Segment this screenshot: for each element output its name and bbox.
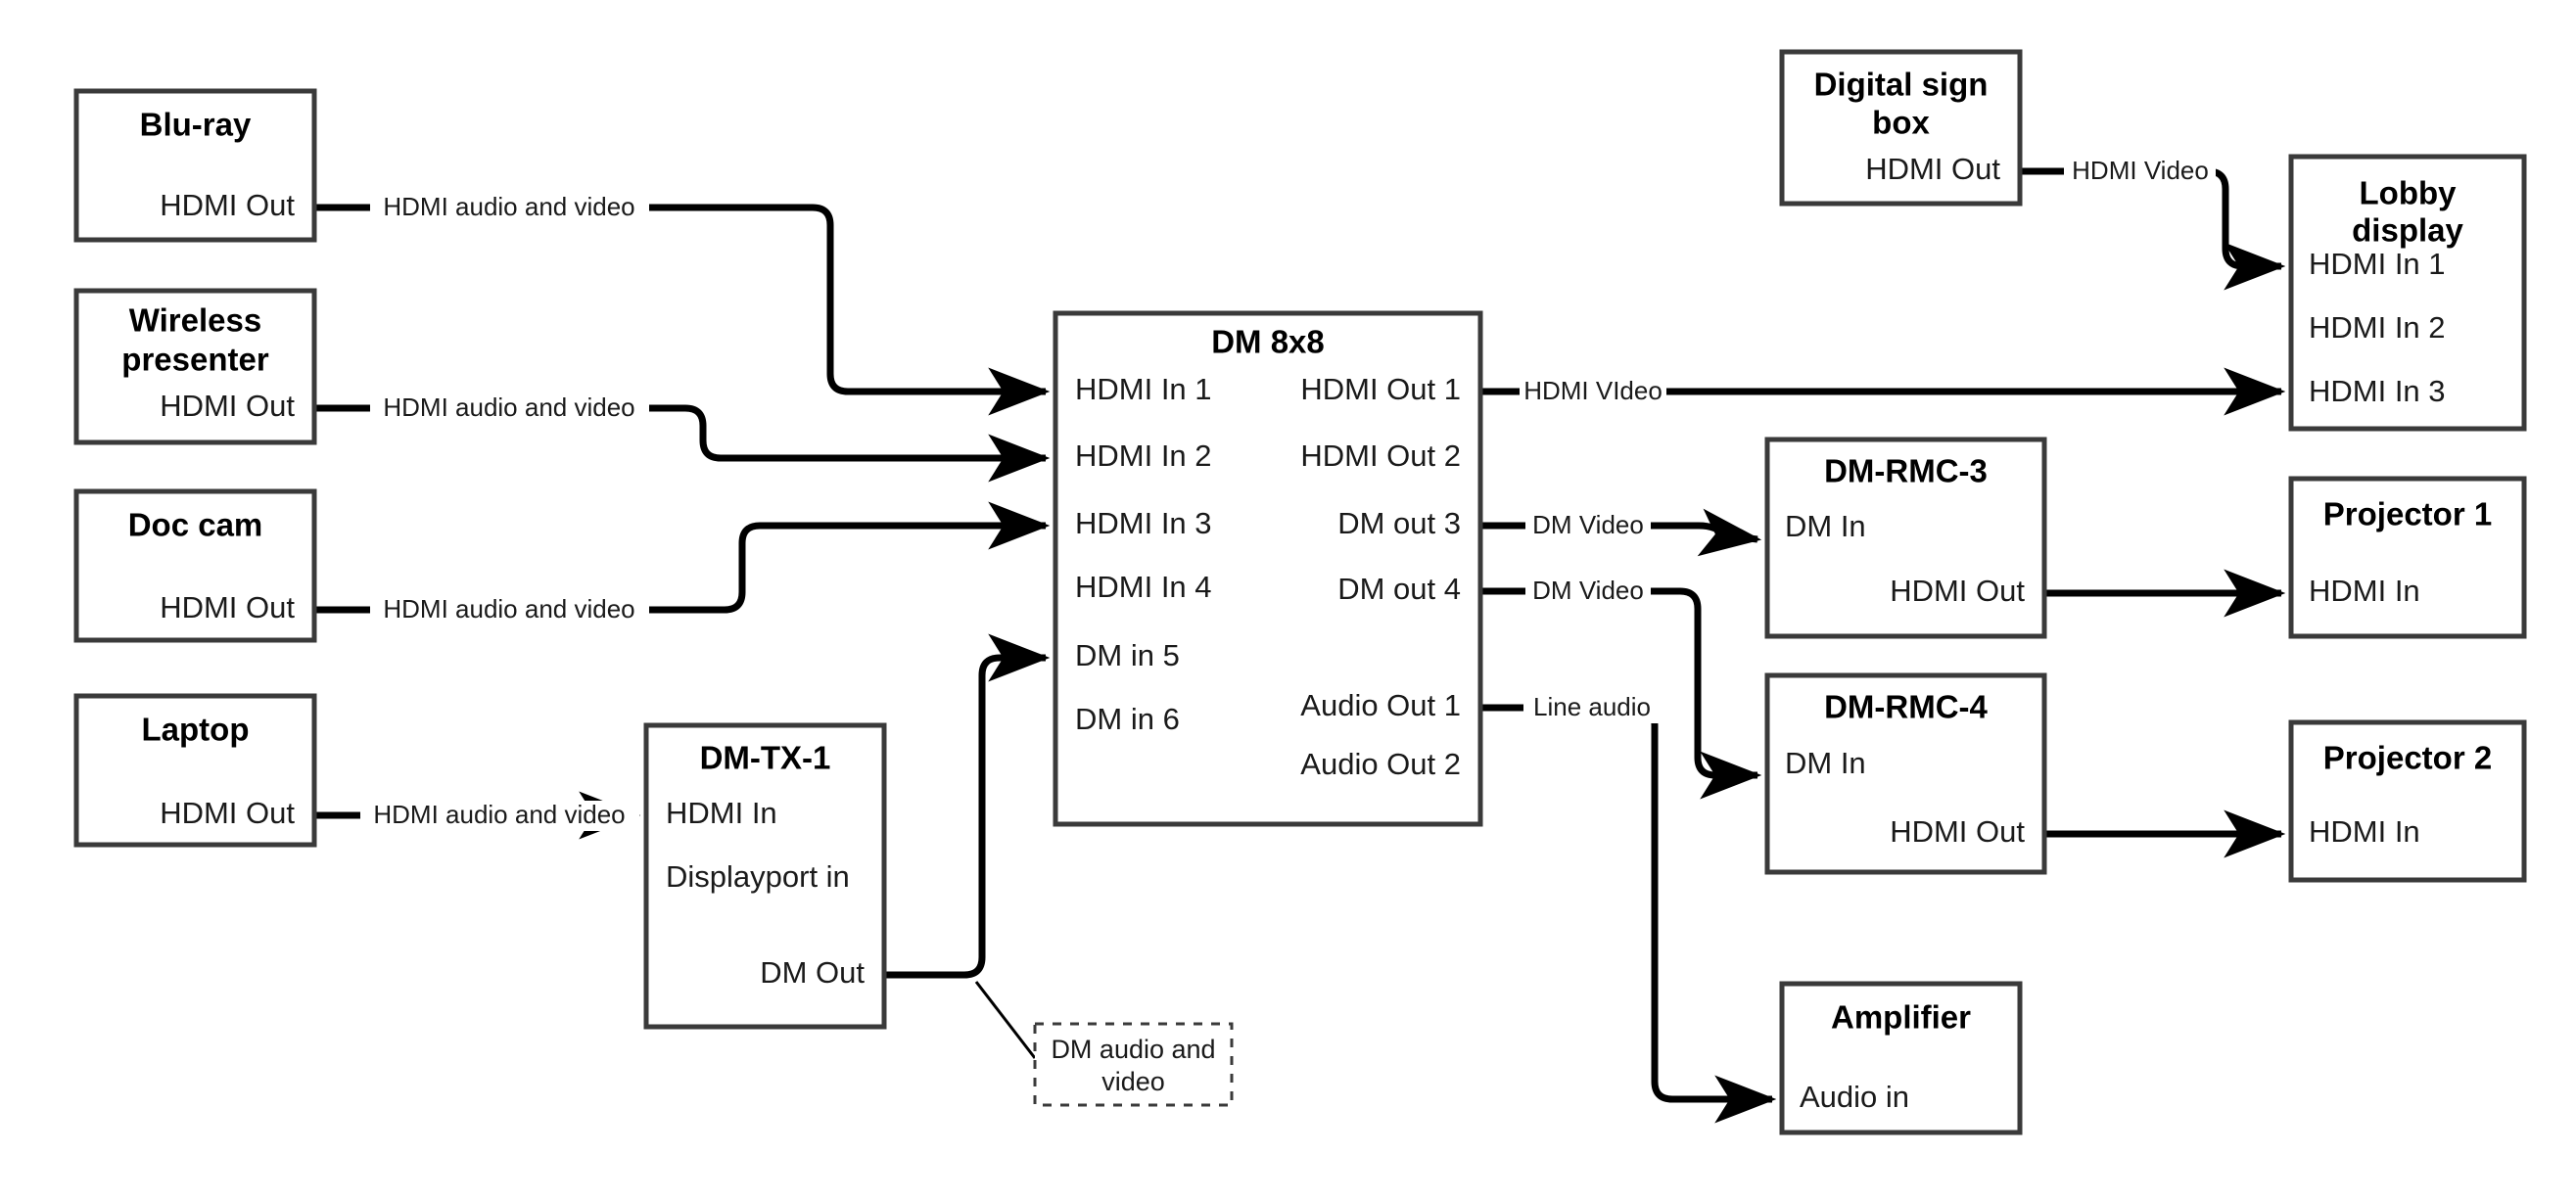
edge-label-wireless: HDMI audio and video: [370, 393, 649, 424]
port-audio-out-1: Audio Out 1: [1300, 688, 1461, 722]
port-hdmi-out: HDMI Out: [160, 796, 295, 830]
node-title-line-2: presenter: [121, 342, 269, 378]
port-hdmi-out-2: HDMI Out 2: [1300, 439, 1461, 473]
port-audio-out-2: Audio Out 2: [1300, 747, 1461, 781]
port-dm-in-5: DM in 5: [1075, 638, 1180, 672]
edge-label-text: HDMI audio and video: [383, 192, 634, 221]
port-dm-in-6: DM in 6: [1075, 702, 1180, 736]
port-dm-out: DM Out: [760, 955, 865, 990]
edge-label-text: HDMI Video: [2072, 156, 2209, 185]
edge-label-dm8x8-out3: DM Video: [1525, 510, 1651, 541]
note-line-2: video: [1101, 1067, 1165, 1096]
port-hdmi-in: HDMI In: [666, 796, 777, 830]
port-hdmi-out-1: HDMI Out 1: [1300, 372, 1461, 406]
node-bluray[interactable]: Blu-ray HDMI Out: [73, 88, 317, 243]
node-dm-tx-1[interactable]: DM-TX-1 HDMI In Displayport in DM Out: [643, 722, 887, 1030]
port-hdmi-out: HDMI Out: [1865, 152, 2000, 186]
node-title: Projector 2: [2323, 740, 2492, 776]
node-title: DM-TX-1: [700, 740, 831, 776]
edge-dmtx1-to-dm8x8-in5: [884, 633, 1051, 979]
node-projector-1[interactable]: Projector 1 HDMI In: [2288, 476, 2527, 639]
edge-label-text: HDMI VIdeo: [1523, 376, 1663, 405]
node-amplifier[interactable]: Amplifier Audio in: [1779, 981, 2023, 1135]
edge-label-dm8x8-out1: HDMI VIdeo: [1520, 376, 1666, 407]
port-hdmi-in-4: HDMI In 4: [1075, 570, 1212, 604]
edge-label-text: HDMI audio and video: [383, 393, 634, 422]
node-title: DM-RMC-4: [1824, 689, 1988, 725]
node-digital-sign-box[interactable]: Digital sign box HDMI Out: [1779, 49, 2023, 207]
node-title: Blu-ray: [140, 107, 252, 143]
edge-label-bluray: HDMI audio and video: [370, 192, 649, 223]
port-hdmi-in-3: HDMI In 3: [1075, 506, 1212, 540]
note-dm-audio-video: DM audio and video: [1033, 1022, 1234, 1107]
node-title-line-1: Digital sign: [1814, 67, 1989, 103]
port-hdmi-in: HDMI In: [2309, 574, 2420, 608]
node-title-line-1: Wireless: [129, 302, 261, 339]
node-title-line-2: display: [2352, 212, 2463, 249]
edge-wireless-to-dm8x8-in2: [314, 404, 1051, 483]
edge-doccam-to-dm8x8-in3: [314, 501, 1051, 614]
node-projector-2[interactable]: Projector 2 HDMI In: [2288, 719, 2527, 883]
node-dm-8x8[interactable]: DM 8x8 HDMI In 1 HDMI In 2 HDMI In 3 HDM…: [1053, 310, 1483, 827]
port-hdmi-in-1: HDMI In 1: [1075, 372, 1212, 406]
port-hdmi-out: HDMI Out: [160, 590, 295, 624]
port-hdmi-in-2: HDMI In 2: [2309, 310, 2446, 345]
edge-label-text: DM Video: [1532, 576, 1644, 605]
edge-label-text: Line audio: [1533, 692, 1651, 721]
port-hdmi-out: HDMI Out: [1890, 574, 2025, 608]
node-title: Doc cam: [128, 507, 263, 543]
node-title-line-2: box: [1872, 105, 1930, 141]
port-dm-in: DM In: [1785, 746, 1866, 780]
edge-label-doccam: HDMI audio and video: [370, 594, 649, 625]
node-title: Laptop: [142, 712, 250, 748]
port-dm-out-4: DM out 4: [1337, 572, 1461, 606]
port-hdmi-out: HDMI Out: [160, 389, 295, 423]
port-hdmi-out: HDMI Out: [160, 188, 295, 222]
port-hdmi-in-3: HDMI In 3: [2309, 374, 2446, 408]
port-hdmi-in-2: HDMI In 2: [1075, 439, 1212, 473]
node-title: DM 8x8: [1211, 324, 1325, 360]
edge-bluray-to-dm8x8-in1: [314, 204, 1051, 416]
port-hdmi-out: HDMI Out: [1890, 814, 2025, 849]
node-title-line-1: Lobby: [2360, 175, 2458, 211]
node-laptop[interactable]: Laptop HDMI Out: [73, 693, 317, 848]
port-hdmi-in: HDMI In: [2309, 814, 2420, 849]
port-displayport-in: Displayport in: [666, 859, 850, 894]
node-dm-rmc-4[interactable]: DM-RMC-4 DM In HDMI Out: [1764, 672, 2047, 875]
node-title: DM-RMC-3: [1824, 453, 1988, 489]
node-doc-cam[interactable]: Doc cam HDMI Out: [73, 488, 317, 643]
edge-label-text: DM Video: [1532, 510, 1644, 539]
edge-label-signbox: HDMI Video: [2064, 156, 2216, 187]
node-wireless-presenter[interactable]: Wireless presenter HDMI Out: [73, 288, 317, 445]
edge-dm8x8-out4-to-rmc4: [1480, 587, 1762, 800]
edge-label-dm8x8-audio1: Line audio: [1523, 692, 1661, 723]
node-lobby-display[interactable]: Lobby display HDMI In 1 HDMI In 2 HDMI I…: [2288, 154, 2527, 432]
port-dm-in: DM In: [1785, 509, 1866, 543]
note-line-1: DM audio and: [1051, 1035, 1215, 1064]
note-leader-line: [974, 981, 1037, 1059]
node-dm-rmc-3[interactable]: DM-RMC-3 DM In HDMI Out: [1764, 437, 2047, 639]
edge-dm8x8-out3-to-rmc3: [1480, 508, 1762, 557]
edge-label-text: HDMI audio and video: [383, 594, 634, 624]
edge-label-text: HDMI audio and video: [373, 800, 625, 829]
node-title: Projector 1: [2323, 496, 2492, 532]
edge-label-dm8x8-out4: DM Video: [1525, 576, 1651, 607]
port-dm-out-3: DM out 3: [1337, 506, 1461, 540]
edge-label-laptop: HDMI audio and video: [360, 800, 639, 831]
node-title: Amplifier: [1831, 999, 1971, 1036]
port-audio-in: Audio in: [1800, 1080, 1909, 1114]
port-hdmi-in-1: HDMI In 1: [2309, 247, 2446, 281]
